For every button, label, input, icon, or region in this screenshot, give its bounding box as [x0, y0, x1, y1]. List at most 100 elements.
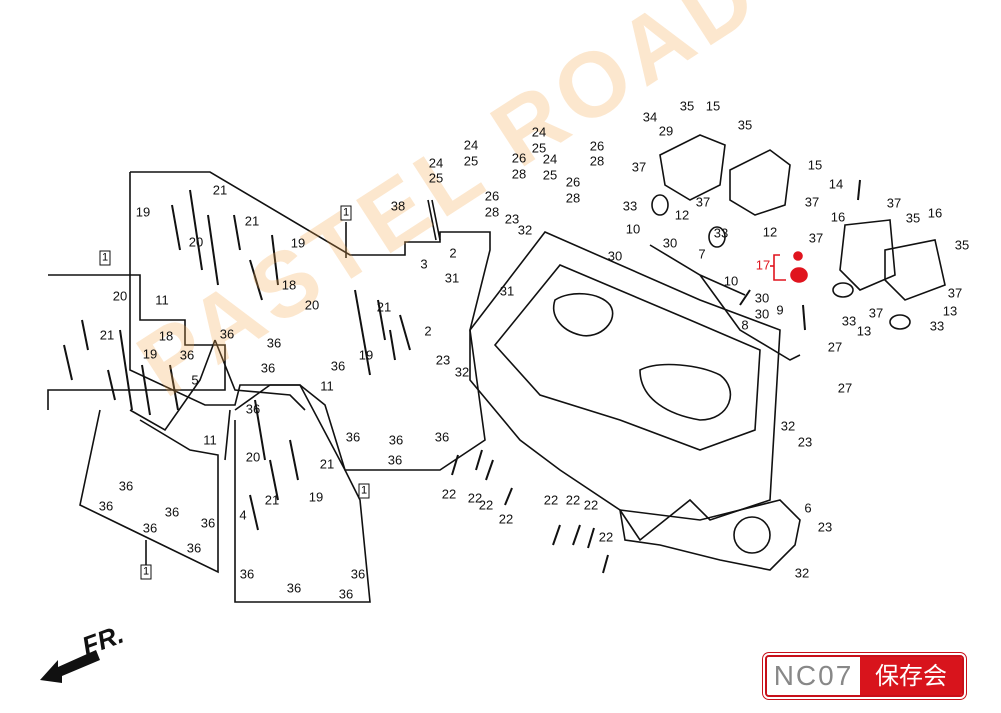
part-callout: 11	[155, 292, 169, 308]
part-callout: 5	[191, 372, 199, 388]
part-callout: 22	[441, 486, 457, 502]
part-callout: 35	[737, 117, 753, 133]
part-callout: 30	[607, 248, 623, 264]
part-callout: 10	[625, 221, 641, 237]
part-callout: 11	[203, 432, 217, 448]
part-callout: 35	[679, 98, 695, 114]
part-callout: 19	[135, 204, 151, 220]
part-callout: 33	[841, 313, 857, 329]
part-callout: 30	[754, 306, 770, 322]
group-frame-main	[129, 171, 491, 471]
part-callout: 24	[428, 155, 444, 171]
part-callout: 36	[179, 347, 195, 363]
part-callout: 28	[589, 153, 605, 169]
assembly-marker: 1	[358, 483, 370, 499]
part-callout: 19	[142, 346, 158, 362]
part-callout: 3	[420, 256, 428, 272]
part-callout: 36	[186, 540, 202, 556]
part-callout: 28	[565, 190, 581, 206]
part-callout: 21	[99, 327, 115, 343]
part-callout: 13	[856, 323, 872, 339]
part-callout: 24	[542, 151, 558, 167]
part-callout: 35	[905, 210, 921, 226]
part-callout: 36	[286, 580, 302, 596]
part-callout: 17	[755, 257, 771, 273]
part-callout: 36	[350, 566, 366, 582]
part-callout: 32	[517, 222, 533, 238]
tappet-cover	[659, 134, 726, 201]
part-callout: 6	[804, 500, 812, 516]
part-callout: 28	[484, 204, 500, 220]
part-callout: 28	[511, 166, 527, 182]
part-callout: 2	[424, 323, 432, 339]
part-callout: 9	[776, 302, 784, 318]
part-callout: 8	[741, 317, 749, 333]
part-callout: 22	[543, 492, 559, 508]
part-callout: 12	[674, 207, 690, 223]
part-callout: 25	[542, 167, 558, 183]
part-callout: 36	[345, 429, 361, 445]
part-callout: 19	[358, 347, 374, 363]
part-callout: 4	[239, 507, 247, 523]
part-callout: 36	[388, 432, 404, 448]
part-callout: 23	[797, 434, 813, 450]
assembly-marker: 1	[140, 564, 152, 580]
part-callout: 15	[705, 98, 721, 114]
part-callout: 21	[212, 182, 228, 198]
part-callout: 21	[244, 213, 260, 229]
part-callout: 36	[239, 566, 255, 582]
group-frame-lower	[234, 384, 371, 603]
part-callout: 19	[308, 489, 324, 505]
part-callout: 35	[954, 237, 970, 253]
assembly-marker: 1	[340, 205, 352, 221]
part-callout: 36	[245, 401, 261, 417]
part-callout: 30	[754, 290, 770, 306]
part-callout: 13	[942, 303, 958, 319]
part-callout: 29	[658, 123, 674, 139]
part-callout: 37	[695, 194, 711, 210]
part-callout: 24	[463, 137, 479, 153]
part-callout: 36	[219, 326, 235, 342]
part-callout: 31	[444, 270, 460, 286]
part-callout: 37	[886, 195, 902, 211]
part-callout: 21	[319, 456, 335, 472]
assembly-marker: 1	[99, 250, 111, 266]
part-callout: 20	[112, 288, 128, 304]
part-callout: 26	[484, 188, 500, 204]
part-callout: 37	[631, 159, 647, 175]
part-callout: 22	[478, 497, 494, 513]
front-arrow-icon	[40, 650, 100, 683]
part-callout: 22	[565, 492, 581, 508]
part-callout: 36	[266, 335, 282, 351]
part-callout: 36	[434, 429, 450, 445]
highlight-bracket	[770, 251, 808, 283]
part-callout: 23	[817, 519, 833, 535]
part-callout: 25	[463, 153, 479, 169]
part-callout: 22	[498, 511, 514, 527]
part-callout: 36	[260, 360, 276, 376]
part-callout: 36	[142, 520, 158, 536]
part-callout: 20	[245, 449, 261, 465]
part-callout: 32	[454, 364, 470, 380]
part-callout: 33	[622, 198, 638, 214]
logo-right-text: 保存会	[860, 657, 962, 695]
part-callout: 20	[304, 297, 320, 313]
part-callout: 36	[387, 452, 403, 468]
part-callout: 31	[499, 283, 515, 299]
part-callout: 36	[98, 498, 114, 514]
part-callout: 36	[330, 358, 346, 374]
part-callout: 22	[598, 529, 614, 545]
part-callout: 7	[698, 246, 706, 262]
part-callout: 18	[281, 277, 297, 293]
part-callout: 14	[828, 176, 844, 192]
head-gasket	[619, 499, 801, 571]
part-callout: 21	[264, 492, 280, 508]
part-callout: 36	[164, 504, 180, 520]
part-callout: 34	[642, 109, 658, 125]
part-callout: 22	[583, 497, 599, 513]
part-callout: 16	[927, 205, 943, 221]
part-callout: 33	[713, 225, 729, 241]
part-callout: 2	[449, 245, 457, 261]
part-callout: 12	[762, 224, 778, 240]
